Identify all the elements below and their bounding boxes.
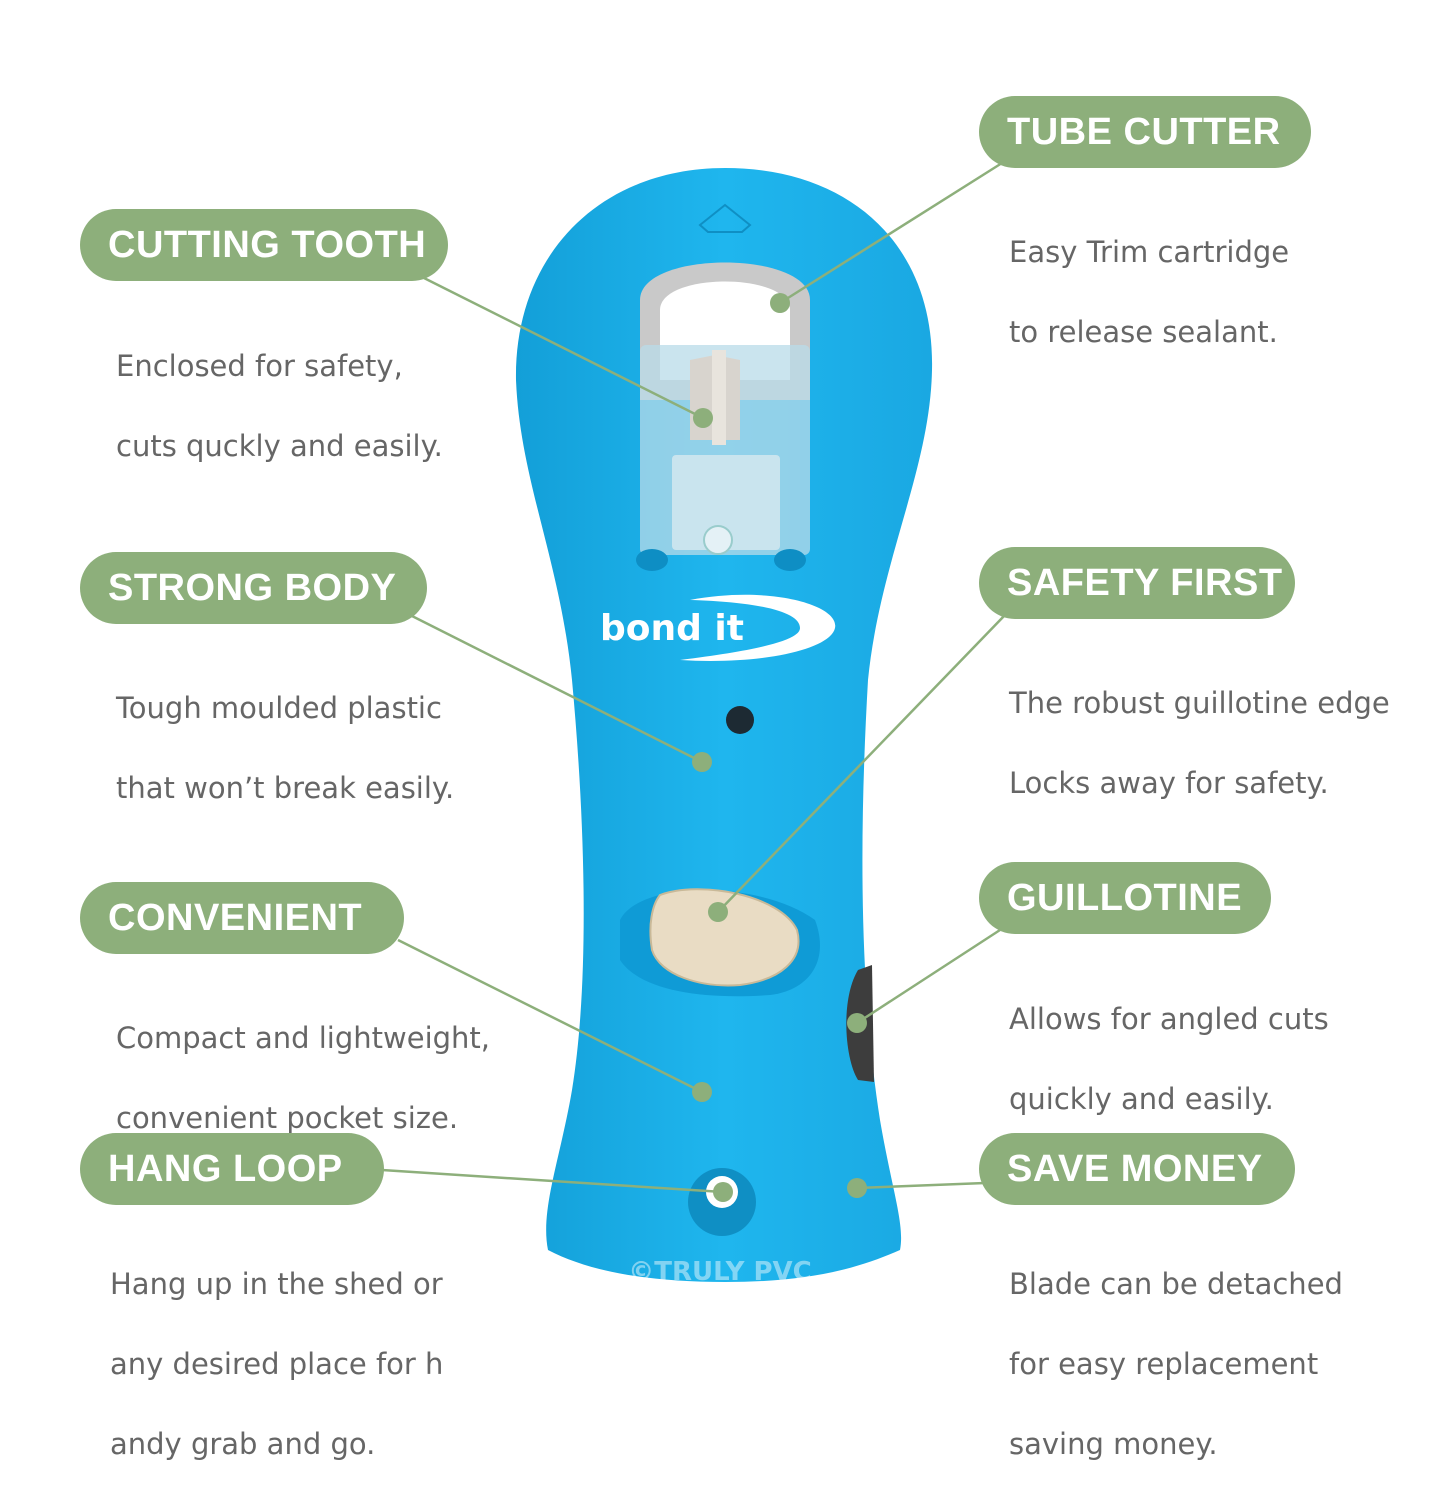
guillotine-title: GUILLOTINE	[979, 862, 1271, 934]
connector-lines	[381, 161, 1006, 1194]
body-hole	[726, 706, 754, 734]
safety-first-desc: The robust guillotine edge Locks away fo…	[1009, 686, 1390, 800]
logo-swoosh	[680, 594, 836, 661]
product-illustration: bond it ©TRULY PVC	[381, 161, 1006, 1287]
logo-text: bond it	[600, 608, 744, 649]
cutting-tooth-title: CUTTING TOOTH	[80, 209, 448, 281]
convenient-desc: Compact and lightweight, convenient pock…	[116, 1021, 490, 1135]
watermark: ©TRULY PVC	[628, 1257, 812, 1287]
slot-left	[636, 549, 668, 571]
slot-right	[774, 549, 806, 571]
save-money-desc: Blade can be detached for easy replaceme…	[1009, 1267, 1343, 1461]
tool-body	[515, 168, 933, 1282]
hang-loop-title: HANG LOOP	[80, 1133, 384, 1205]
tube-cutter-title: TUBE CUTTER	[979, 96, 1311, 168]
connector-dots	[692, 293, 867, 1202]
cutting-tooth-desc: Enclosed for safety, cuts quckly and eas…	[116, 349, 443, 463]
convenient-title: CONVENIENT	[80, 882, 404, 954]
tube-cutter-housing	[640, 262, 810, 555]
arrow-mark-icon	[698, 203, 752, 233]
hang-loop-desc: Hang up in the shed or any desired place…	[110, 1267, 444, 1461]
guillotine-desc: Allows for angled cuts quickly and easil…	[1009, 1002, 1329, 1116]
slider-button[interactable]	[649, 888, 800, 987]
safety-first-title: SAFETY FIRST	[979, 547, 1295, 619]
strong-body-title: STRONG BODY	[80, 552, 427, 624]
strong-body-desc: Tough moulded plastic that won’t break e…	[116, 691, 455, 805]
tube-cutter-desc: Easy Trim cartridge to release sealant.	[1009, 235, 1290, 349]
save-money-title: SAVE MONEY	[979, 1133, 1295, 1205]
